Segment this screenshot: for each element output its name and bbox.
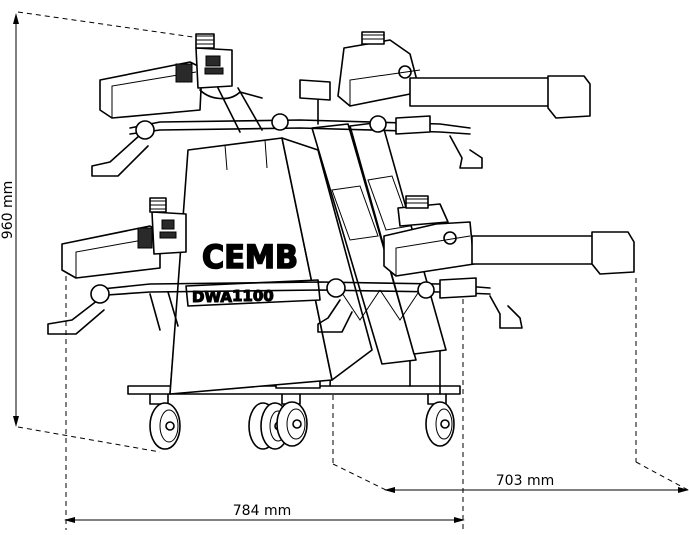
upper-right-knob-icon xyxy=(361,31,385,45)
height-arrow-top-icon xyxy=(13,13,19,24)
upper-right-arm-endcap xyxy=(547,75,591,119)
width-arrow-right-icon xyxy=(454,517,465,523)
lower-clamp-knob-center-icon xyxy=(326,278,346,298)
support-arm-left xyxy=(311,123,417,365)
model-number: 1100 xyxy=(232,287,274,305)
depth-arrow-left-icon xyxy=(384,487,395,493)
upper-clamp-knob-left-icon xyxy=(135,120,155,140)
upper-right-arm-tube xyxy=(409,77,561,107)
height-bottom-extension-line xyxy=(17,426,161,453)
upper-clamp-knob-center-icon xyxy=(271,113,289,131)
depth-dimension-label: 703 mm xyxy=(496,473,554,489)
depth-arrow-right-icon xyxy=(678,487,689,493)
brand-logo-plate: CEMB DWA 1100 xyxy=(185,237,321,307)
upper-wheel-clamp xyxy=(91,79,483,177)
lower-right-arm-endcap xyxy=(591,231,635,275)
depth-left-diagonal-line xyxy=(332,463,387,491)
central-column xyxy=(169,137,373,395)
caster-wheel-center-right xyxy=(276,393,308,447)
lower-left-sensor-head xyxy=(61,197,187,279)
lower-wheel-clamp xyxy=(47,277,523,335)
lower-right-arm-tube xyxy=(471,235,603,265)
width-dimension: 784 mm xyxy=(64,276,465,530)
upper-left-sensor-head xyxy=(99,33,263,133)
depth-right-diagonal-line xyxy=(635,461,689,491)
model-prefix: DWA xyxy=(192,288,232,306)
width-dimension-label: 784 mm xyxy=(233,503,291,519)
lower-clamp-knob-right-icon xyxy=(417,281,435,299)
lower-clamp-foot-right xyxy=(489,295,523,329)
height-dimension: 960 mm xyxy=(0,11,201,453)
lower-right-knob-icon xyxy=(405,195,429,209)
lower-clamp-foot-center xyxy=(317,299,353,333)
width-arrow-left-icon xyxy=(64,517,75,523)
caster-wheel-front-left xyxy=(149,393,181,450)
height-top-extension-line xyxy=(17,11,201,39)
upper-clamp-foot-right xyxy=(449,135,483,169)
height-arrow-bottom-icon xyxy=(13,416,19,427)
caster-wheel-rear-right xyxy=(425,393,455,447)
brand-logo: CEMB xyxy=(202,238,298,276)
upper-right-sensor-head xyxy=(337,31,591,119)
lower-left-sensor-body xyxy=(61,225,161,279)
upper-clamp-foot-left xyxy=(91,134,149,177)
height-dimension-label: 960 mm xyxy=(0,181,16,239)
lower-clamp-knob-left-icon xyxy=(90,284,110,304)
lower-right-sensor-head xyxy=(383,195,635,277)
lower-clamp-foot-left xyxy=(47,299,105,335)
depth-dimension: 703 mm xyxy=(332,278,689,493)
upper-clamp-knob-right-icon xyxy=(369,115,387,133)
